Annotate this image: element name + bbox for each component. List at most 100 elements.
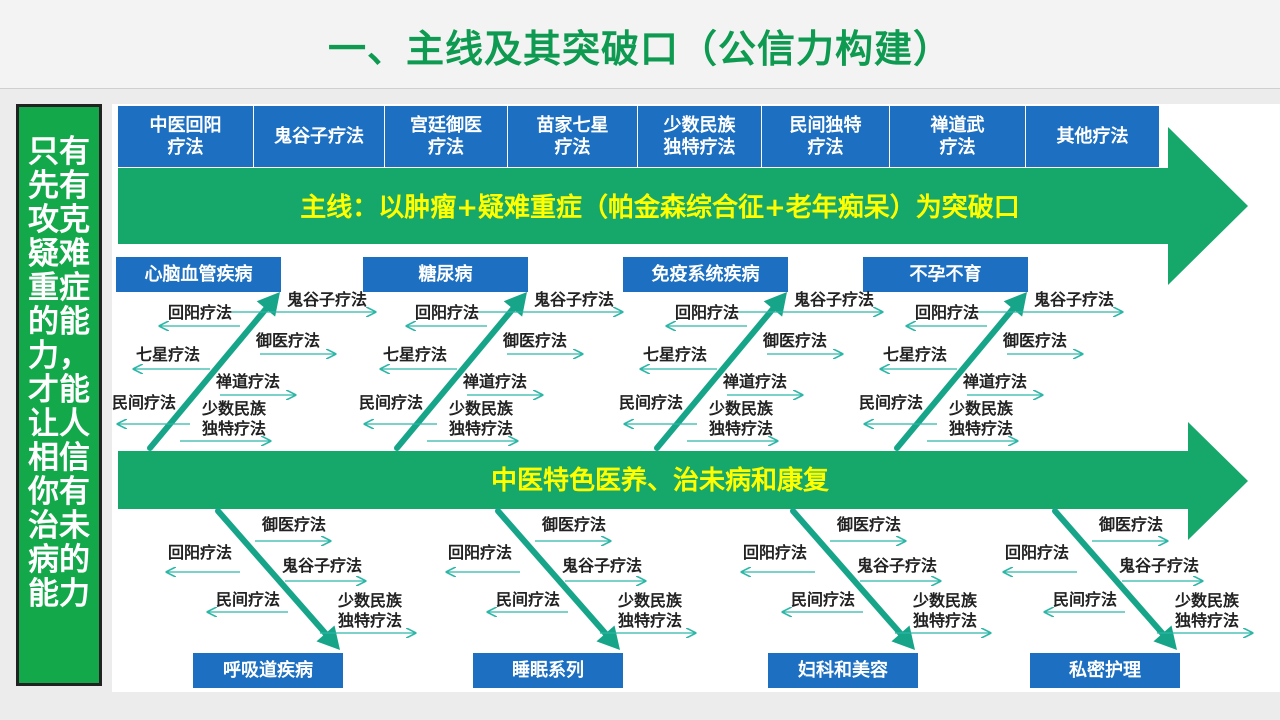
branch-label-minjian: 民间疗法 (216, 590, 281, 609)
side-text-line: 治未 (28, 508, 90, 544)
branch-label-huiyang: 回阳疗法 (448, 543, 513, 562)
top-branch-arrow (654, 305, 776, 451)
bottom-branch-arrow-head (1153, 625, 1177, 650)
side-text-line: 攻克 (28, 202, 90, 238)
top-branch-arrow-head (763, 292, 787, 317)
branch-label-yuyi: 御医疗法 (503, 331, 568, 350)
branch-label-huiyang: 回阳疗法 (415, 303, 480, 322)
branch-label-yuyi: 御医疗法 (262, 515, 327, 534)
title-bar: 一、主线及其突破口（公信力构建） (0, 0, 1280, 89)
bottom-branch-arrow-head (891, 625, 915, 650)
slide-title: 一、主线及其突破口（公信力构建） (327, 27, 952, 71)
top-branch-arrow-head (256, 292, 280, 317)
branch-label-huiyang: 回阳疗法 (168, 303, 233, 322)
therapy-category-cell: 禅道武 疗法 (890, 106, 1026, 167)
side-text-line: 疑难 (28, 236, 90, 272)
top-disease-box: 不孕不育 (863, 257, 1028, 292)
branch-label-shaoshu: 少数民族 独特疗法 (1175, 591, 1240, 630)
side-text-line: 重症 (28, 270, 90, 306)
branch-label-minjian: 民间疗法 (359, 393, 424, 412)
branch-label-guigu: 鬼谷子疗法 (794, 290, 875, 309)
top-branch-arrow (394, 305, 516, 451)
branch-label-shaoshu: 少数民族 独特疗法 (949, 399, 1014, 438)
therapy-category-cell: 少数民族 独特疗法 (638, 106, 762, 167)
branch-label-guigu: 鬼谷子疗法 (857, 556, 938, 575)
side-text-line: 能力 (28, 576, 90, 612)
bottom-disease-box: 睡眠系列 (473, 653, 623, 688)
branch-label-chandao: 禅道疗法 (723, 372, 788, 391)
branch-label-qixing: 七星疗法 (383, 345, 448, 364)
bottom-branch-arrow (790, 508, 904, 637)
branch-label-yuyi: 御医疗法 (1099, 515, 1164, 534)
bottom-disease-box: 私密护理 (1030, 653, 1180, 688)
branch-label-shaoshu: 少数民族 独特疗法 (338, 591, 403, 630)
side-text-line: 只有 (28, 134, 90, 170)
second-line-label: 中医特色医养、治未病和康复 (490, 466, 829, 496)
second-line-arrow (118, 422, 1248, 540)
branch-label-huiyang: 回阳疗法 (168, 543, 233, 562)
branch-label-minjian: 民间疗法 (791, 590, 856, 609)
branch-label-qixing: 七星疗法 (883, 345, 948, 364)
branch-label-minjian: 民间疗法 (619, 393, 684, 412)
branch-label-minjian: 民间疗法 (859, 393, 924, 412)
branch-label-guigu: 鬼谷子疗法 (534, 290, 615, 309)
branch-label-shaoshu: 少数民族 独特疗法 (202, 399, 267, 438)
bottom-branch-arrow (1052, 508, 1166, 637)
top-branch-arrow-head (1003, 292, 1027, 317)
bottom-disease-box: 妇科和美容 (768, 653, 918, 688)
bottom-branch-arrow-head (316, 625, 340, 650)
main-line-arrow (118, 127, 1248, 285)
branch-label-shaoshu: 少数民族 独特疗法 (709, 399, 774, 438)
side-text-line: 的能 (28, 304, 90, 340)
branch-label-qixing: 七星疗法 (643, 345, 708, 364)
bottom-branch-arrow (215, 508, 329, 637)
top-branch-arrow (147, 305, 269, 451)
side-text-line: 病的 (28, 542, 90, 578)
bottom-disease-box: 呼吸道疾病 (193, 653, 343, 688)
therapy-category-cell: 民间独特 疗法 (762, 106, 890, 167)
side-text-line: 力， (28, 338, 90, 374)
top-disease-box: 糖尿病 (363, 257, 528, 292)
branch-label-minjian: 民间疗法 (112, 393, 177, 412)
branch-label-guigu: 鬼谷子疗法 (1119, 556, 1200, 575)
therapy-category-cell: 中医回阳 疗法 (118, 106, 254, 167)
branch-label-shaoshu: 少数民族 独特疗法 (449, 399, 514, 438)
branch-label-minjian: 民间疗法 (1053, 590, 1118, 609)
branch-label-huiyang: 回阳疗法 (1005, 543, 1070, 562)
side-statement-box: 只有先有攻克疑难重症的能力，才能让人相信你有治未病的能力 (16, 104, 102, 686)
side-text-line: 让人 (28, 406, 90, 442)
top-branch-arrow-head (503, 292, 527, 317)
branch-label-chandao: 禅道疗法 (963, 372, 1028, 391)
therapy-category-cell: 苗家七星 疗法 (508, 106, 638, 167)
branch-label-shaoshu: 少数民族 独特疗法 (913, 591, 978, 630)
therapy-category-cell: 其他疗法 (1026, 106, 1160, 167)
branch-label-guigu: 鬼谷子疗法 (1034, 290, 1115, 309)
side-text-line: 先有 (28, 168, 90, 204)
branch-label-yuyi: 御医疗法 (837, 515, 902, 534)
branch-label-chandao: 禅道疗法 (463, 372, 528, 391)
branch-label-chandao: 禅道疗法 (216, 372, 281, 391)
branch-label-huiyang: 回阳疗法 (675, 303, 740, 322)
branch-label-guigu: 鬼谷子疗法 (282, 556, 363, 575)
main-line-label: 主线：以肿瘤+疑难重症（帕金森综合征+老年痴呆）为突破口 (300, 193, 1020, 223)
top-disease-box: 心脑血管疾病 (116, 257, 281, 292)
branch-label-qixing: 七星疗法 (136, 345, 201, 364)
branch-label-yuyi: 御医疗法 (763, 331, 828, 350)
bottom-branch-arrow (495, 508, 609, 637)
bottom-branch-arrow-head (596, 625, 620, 650)
top-disease-box: 免疫系统疾病 (623, 257, 788, 292)
branch-label-minjian: 民间疗法 (496, 590, 561, 609)
branch-label-huiyang: 回阳疗法 (743, 543, 808, 562)
side-text-line: 你有 (28, 474, 90, 510)
branch-label-yuyi: 御医疗法 (1003, 331, 1068, 350)
branch-label-huiyang: 回阳疗法 (915, 303, 980, 322)
branch-label-guigu: 鬼谷子疗法 (562, 556, 643, 575)
branch-label-yuyi: 御医疗法 (542, 515, 607, 534)
branch-label-guigu: 鬼谷子疗法 (287, 290, 368, 309)
therapy-category-cell: 宫廷御医 疗法 (385, 106, 508, 167)
branch-label-shaoshu: 少数民族 独特疗法 (618, 591, 683, 630)
therapy-category-cell: 鬼谷子疗法 (254, 106, 385, 167)
side-text-line: 相信 (28, 440, 90, 476)
branch-label-yuyi: 御医疗法 (256, 331, 321, 350)
